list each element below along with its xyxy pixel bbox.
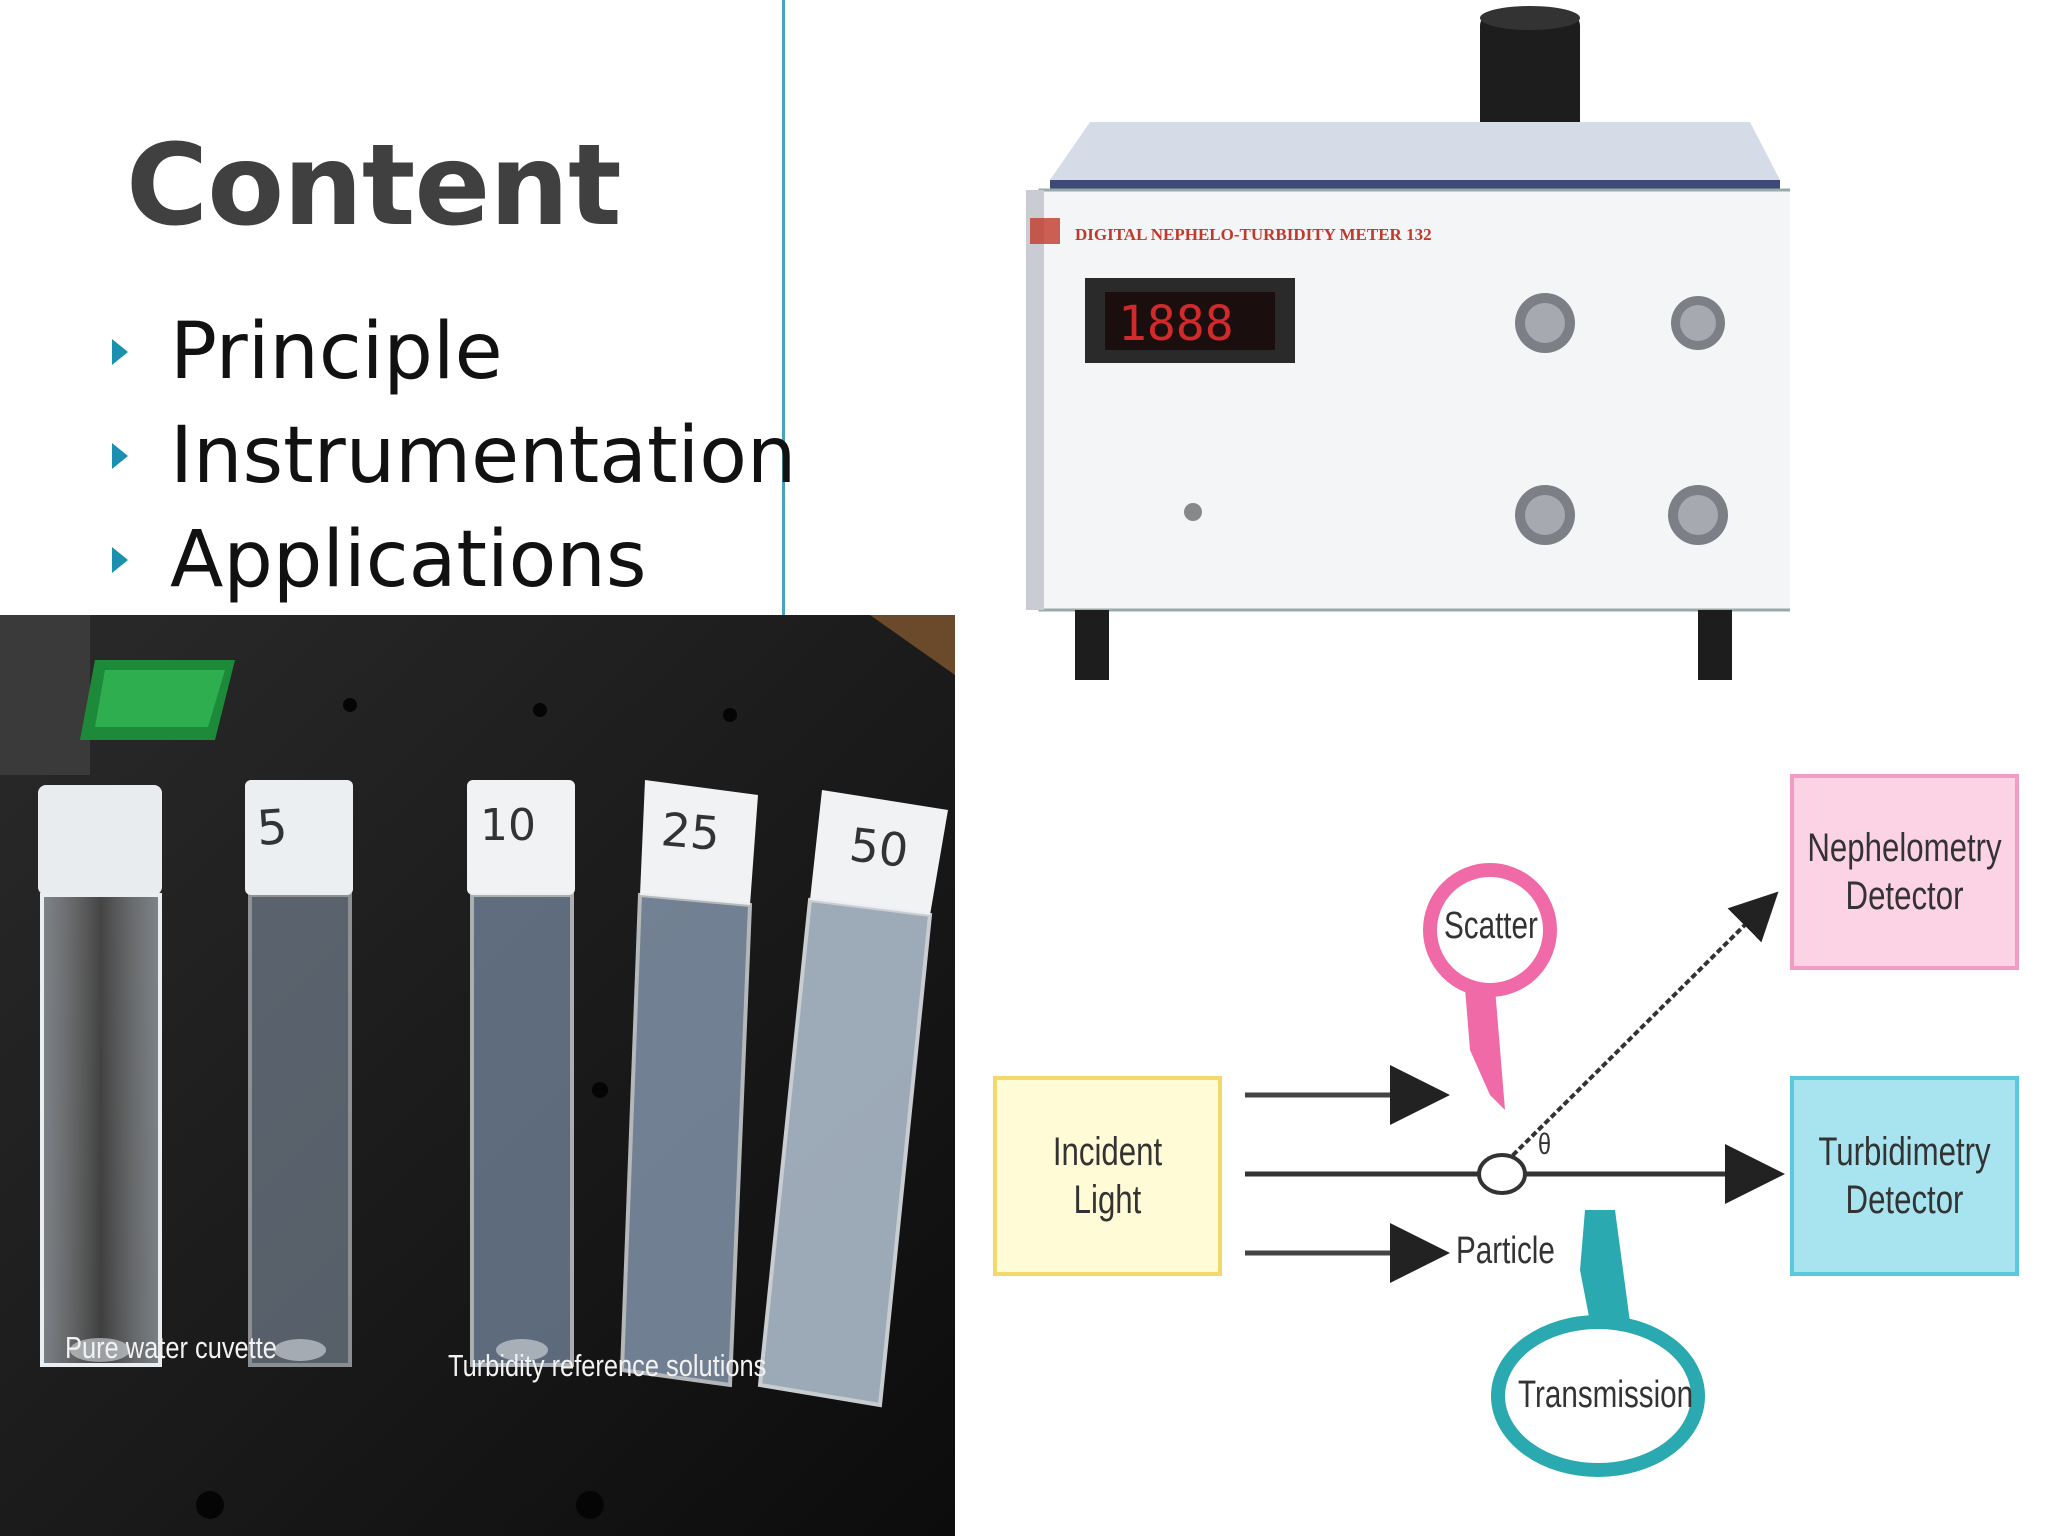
scattering-diagram-graphics bbox=[993, 774, 2019, 1477]
coarse-knob bbox=[1515, 485, 1575, 545]
bullet-item: Principle bbox=[112, 300, 796, 404]
range-knob bbox=[1515, 293, 1575, 353]
turbidimetry-detector-box bbox=[1790, 1076, 2019, 1276]
incident-light-label: Incident Light bbox=[1052, 1130, 1163, 1222]
bullet-text: Instrumentation bbox=[170, 411, 797, 501]
cuvette-pure-water bbox=[38, 785, 162, 1367]
photo-caption-right: Turbidity reference solutions bbox=[448, 1348, 767, 1383]
slide-title: Content bbox=[126, 121, 622, 251]
bullet-arrow-icon bbox=[112, 547, 128, 573]
cuvette-25 bbox=[619, 780, 758, 1388]
turbidimetry-detector-label: Turbidimetry Detector bbox=[1818, 1130, 1991, 1222]
bullet-text: Applications bbox=[170, 515, 647, 605]
cuvette-label: 10 bbox=[480, 800, 536, 851]
display-readout: 1888 bbox=[1118, 296, 1234, 352]
cuvette-5 bbox=[245, 780, 353, 1367]
bullet-arrow-icon bbox=[112, 443, 128, 469]
incident-light-box bbox=[993, 1076, 1222, 1276]
photo-caption-left: Pure water cuvette bbox=[65, 1330, 277, 1365]
turbidity-meter-image: DIGITAL NEPHELO-TURBIDITY METER 132 1888 bbox=[990, 0, 1802, 690]
particle-label: Particle bbox=[1456, 1230, 1555, 1272]
bullet-item: Instrumentation bbox=[112, 404, 796, 508]
cuvette-illustration: 5 10 25 50 bbox=[0, 615, 955, 1536]
bullet-arrow-icon bbox=[112, 339, 128, 365]
cuvette-label: 5 bbox=[255, 799, 289, 857]
cuvette-label: 25 bbox=[659, 802, 722, 861]
bullet-list: Principle Instrumentation Applications bbox=[112, 300, 796, 612]
particle-circle bbox=[1477, 1153, 1527, 1195]
cuvette-label: 50 bbox=[847, 817, 912, 878]
transmission-label: Transmission bbox=[1518, 1374, 1694, 1416]
panel-divider bbox=[782, 0, 785, 615]
calib-knob bbox=[1671, 296, 1725, 350]
nephelometry-detector-label: Nephelometry Detector bbox=[1807, 826, 2002, 918]
fine-knob bbox=[1668, 485, 1728, 545]
turbidity-meter-illustration: DIGITAL NEPHELO-TURBIDITY METER 132 1888 bbox=[1026, 6, 1802, 680]
scattering-diagram: Incident Light Nephelometry Detector Tur… bbox=[990, 760, 2030, 1500]
bullet-item: Applications bbox=[112, 508, 796, 612]
cuvette-photo: 5 10 25 50 Pure water cuvette Turbidity … bbox=[0, 615, 955, 1536]
scatter-label: Scatter bbox=[1444, 905, 1538, 947]
power-switch bbox=[1184, 503, 1202, 521]
meter-nameplate: DIGITAL NEPHELO-TURBIDITY METER 132 bbox=[1075, 225, 1432, 244]
cuvette-10 bbox=[467, 780, 575, 1367]
scattered-ray bbox=[1498, 891, 1779, 1170]
cuvette-50 bbox=[757, 790, 948, 1408]
theta-label: θ bbox=[1538, 1128, 1552, 1161]
bullet-text: Principle bbox=[170, 307, 503, 397]
nephelometry-detector-box bbox=[1790, 774, 2019, 970]
